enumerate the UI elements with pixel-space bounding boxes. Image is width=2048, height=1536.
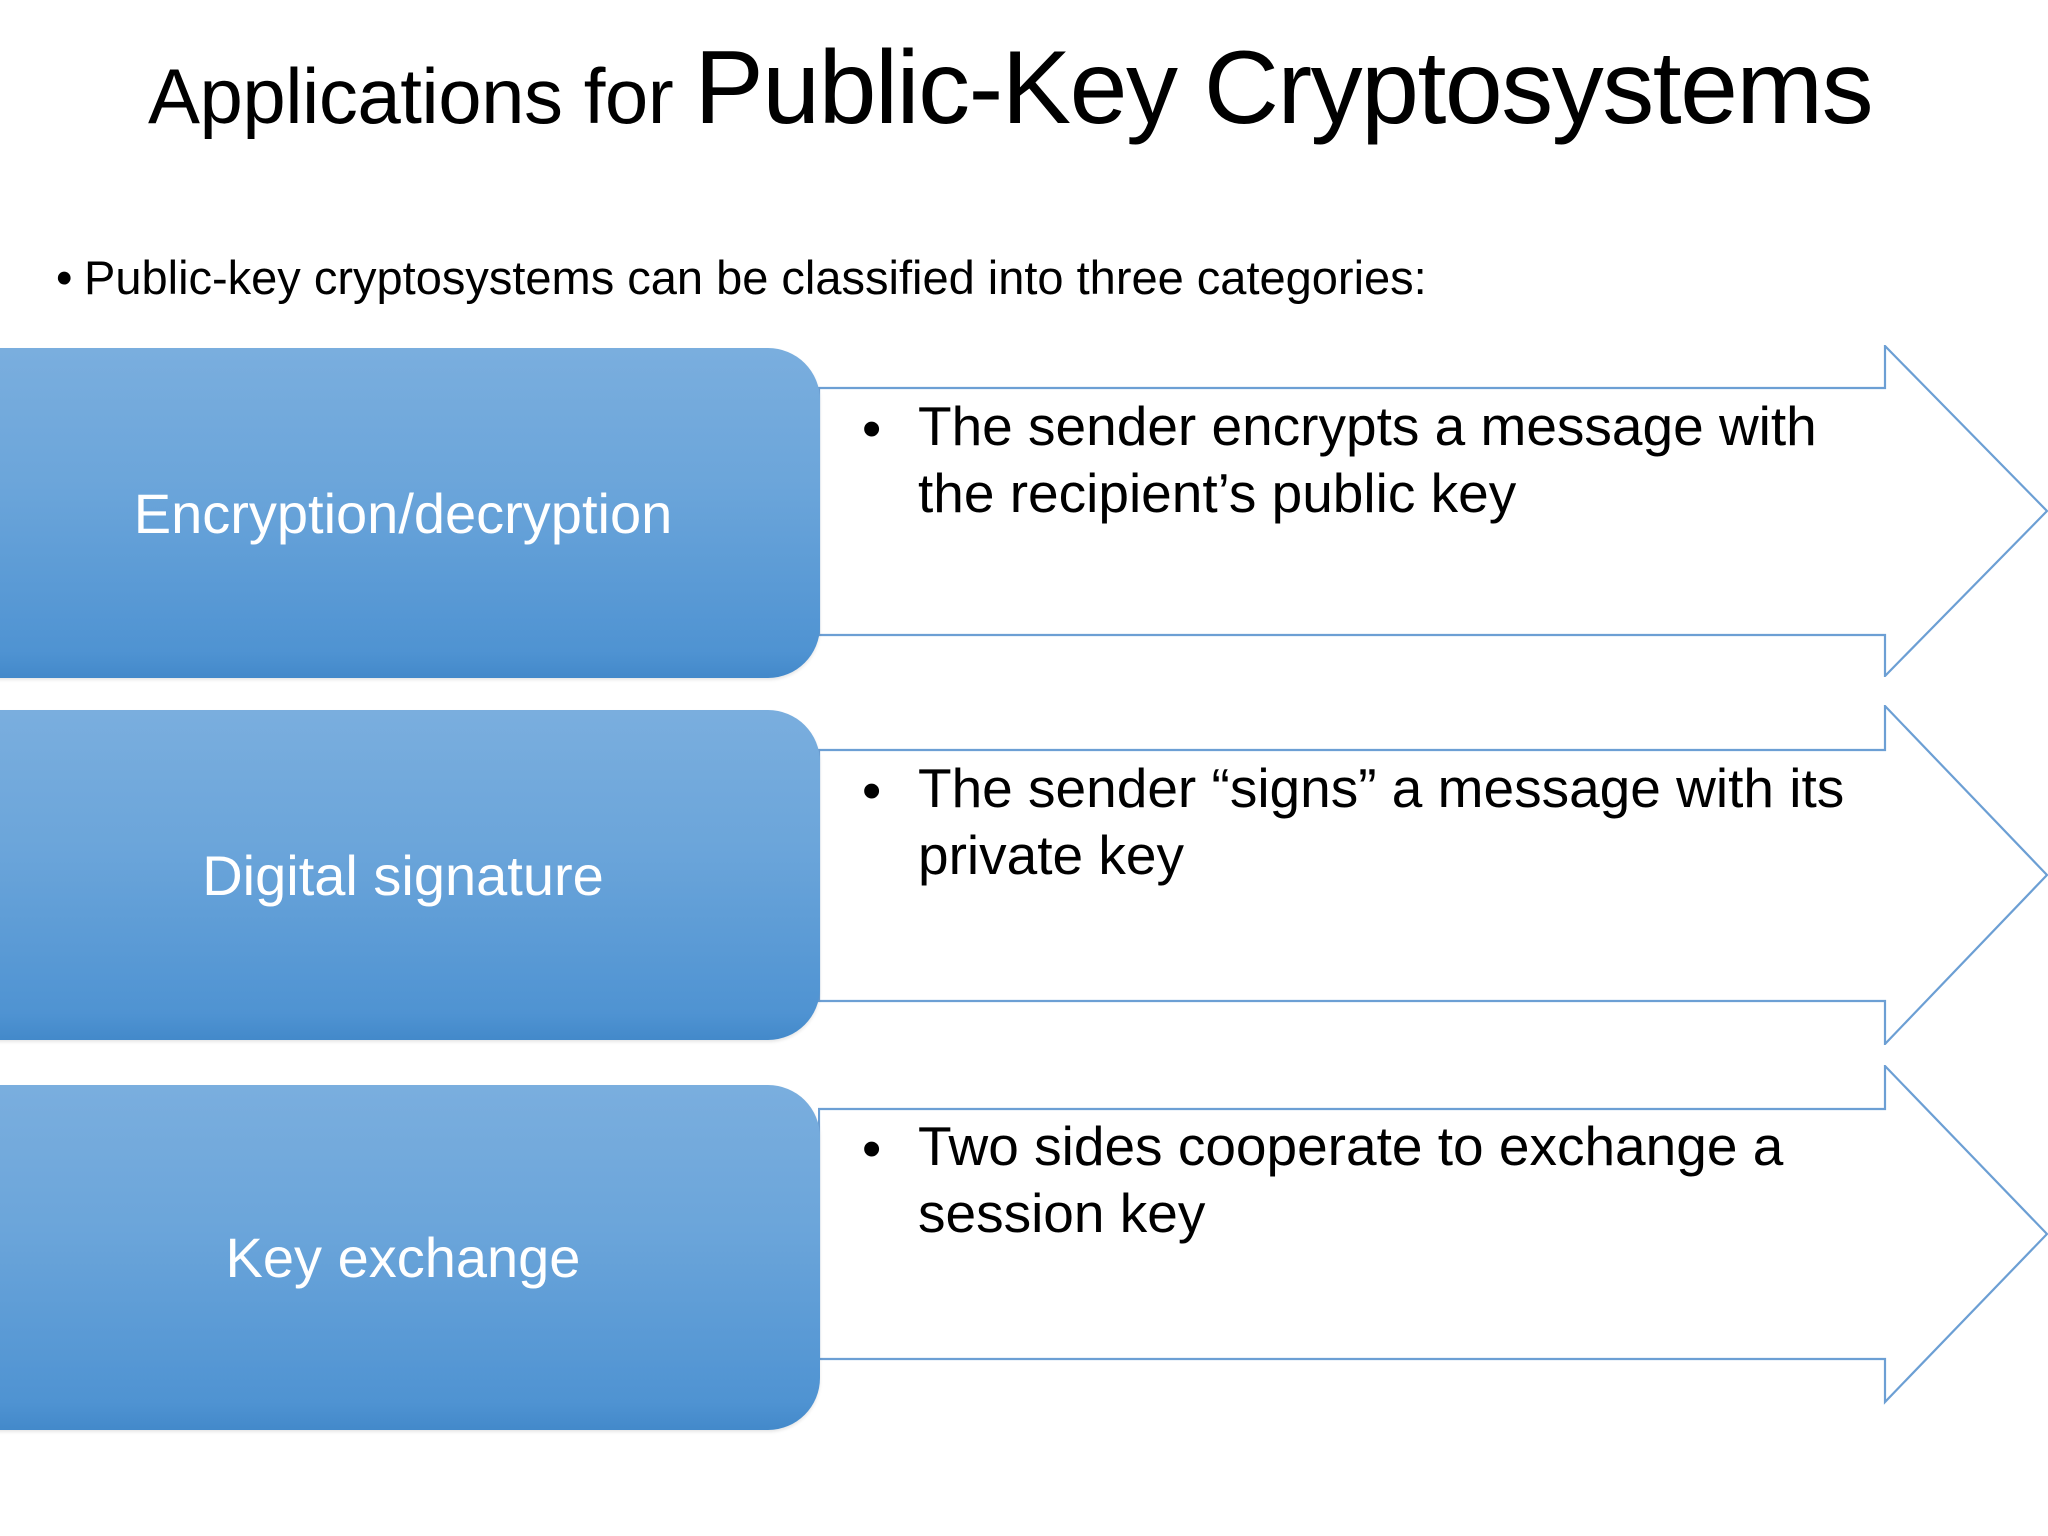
intro-bullet-text: Public-key cryptosystems can be classifi… xyxy=(84,251,1427,304)
description-text: Two sides cooperate to exchange a sessio… xyxy=(918,1115,1784,1245)
title-emphasis: Public-Key Cryptosystems xyxy=(694,30,1873,146)
title-lead: Applications for xyxy=(147,52,695,140)
category-chip-label: Key exchange xyxy=(225,1226,581,1289)
category-chip-encryption[interactable]: Encryption/decryption xyxy=(0,348,820,678)
category-chip-label: Encryption/decryption xyxy=(133,481,673,545)
category-description-key-exchange: • Two sides cooperate to exchange a sess… xyxy=(862,1113,1882,1247)
intro-bullet: •Public-key cryptosystems can be classif… xyxy=(56,252,1427,304)
category-description-encryption: • The sender encrypts a message with the… xyxy=(862,393,1882,527)
right-arrow-callout-icon xyxy=(818,705,2048,1045)
right-arrow-callout-icon xyxy=(818,1065,2048,1405)
category-row-key-exchange[interactable]: • Two sides cooperate to exchange a sess… xyxy=(0,1065,2048,1430)
category-row-encryption[interactable]: • The sender encrypts a message with the… xyxy=(0,345,2048,678)
description-bullet-icon: • xyxy=(862,397,882,459)
category-chip-digital-signature[interactable]: Digital signature xyxy=(0,710,820,1040)
category-row-digital-signature[interactable]: • The sender “signs” a message with its … xyxy=(0,705,2048,1045)
page-title: Applications for Public-Key Cryptosystem… xyxy=(0,36,2020,140)
category-chip-key-exchange[interactable]: Key exchange xyxy=(0,1085,820,1430)
description-text: The sender encrypts a message with the r… xyxy=(918,395,1817,525)
description-bullet-icon: • xyxy=(862,759,882,821)
category-chip-label: Digital signature xyxy=(202,843,604,907)
description-bullet-icon: • xyxy=(862,1117,882,1179)
right-arrow-callout-icon xyxy=(818,345,2048,677)
category-description-digital-signature: • The sender “signs” a message with its … xyxy=(862,755,1882,889)
bullet-marker-icon: • xyxy=(56,251,73,304)
description-text: The sender “signs” a message with its pr… xyxy=(918,757,1845,887)
